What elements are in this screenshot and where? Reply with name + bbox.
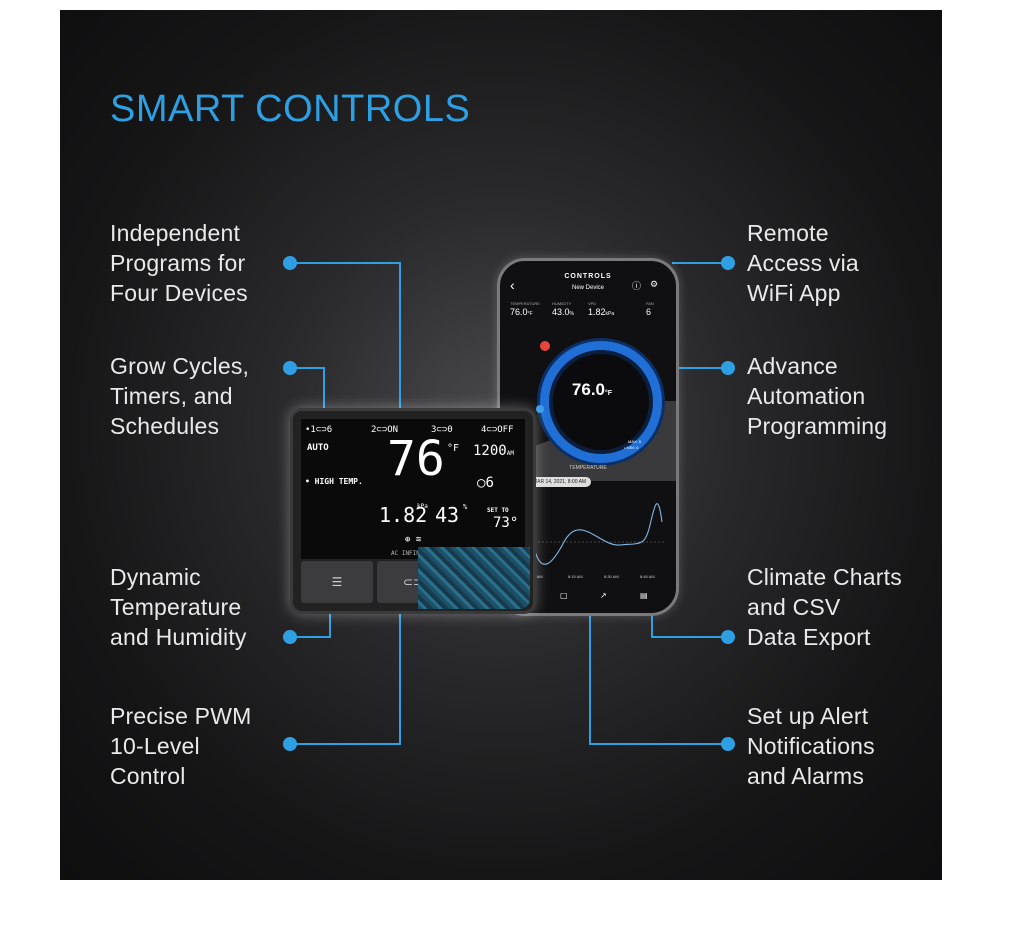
- connector-dot: [721, 256, 735, 270]
- time-tick: 8:15 AM: [568, 574, 583, 579]
- connector-line: [290, 743, 400, 745]
- port3: 3⊂⊃0: [431, 425, 453, 435]
- connector-dot: [721, 361, 735, 375]
- port1: •1⊂⊃6: [305, 425, 333, 435]
- connector-line: [290, 262, 400, 264]
- plug-icon: ⊂⊃: [436, 425, 448, 435]
- wifi-icon: ⊕ ≋: [405, 535, 422, 545]
- temperature-chart: [525, 497, 666, 567]
- humidity-reading: 43.0%: [552, 307, 574, 317]
- temp-label: TEMPERATURE: [510, 301, 540, 306]
- temperature-line: [527, 503, 663, 565]
- vpd-unit: kPa: [417, 503, 428, 510]
- chart-date-pill[interactable]: MAR 14, 2021, 8:00 AM: [528, 477, 592, 487]
- gauge-low-marker: [536, 405, 544, 413]
- menu-icon: ☰: [331, 575, 343, 589]
- connector-line: [652, 636, 726, 638]
- device-name: New Device: [571, 285, 604, 291]
- back-icon[interactable]: ‹: [510, 277, 515, 293]
- fan-icon: ○: [477, 475, 486, 491]
- connector-line: [329, 608, 331, 638]
- min-value: • MIN: 0: [624, 445, 639, 450]
- time-display: 1200AM: [473, 443, 514, 459]
- connector-line: [399, 262, 401, 410]
- connector-line: [399, 608, 401, 745]
- connector-line: [651, 608, 653, 638]
- connector-dot: [721, 630, 735, 644]
- vpd-reading: 1.82kPa: [588, 307, 615, 317]
- nav-chart-icon[interactable]: ↗: [600, 591, 607, 600]
- gauge-high-marker: [540, 341, 550, 351]
- fan-reading: 6: [646, 307, 652, 317]
- temperature-gauge[interactable]: 76.0°F: [540, 341, 662, 463]
- time-tick: 8:30 AM: [604, 574, 619, 579]
- time-tick: 8:45 AM: [640, 574, 655, 579]
- brand-label: AC INFIN: [391, 550, 420, 557]
- app-header: CONTROLS: [564, 273, 612, 280]
- vpd-display: 1.82: [379, 503, 428, 527]
- connector-line: [672, 262, 726, 264]
- nav-list-icon[interactable]: ▤: [640, 591, 648, 600]
- fan-display: ○6: [477, 475, 494, 491]
- set-to-value: 73°: [493, 515, 519, 531]
- connector-line: [290, 636, 330, 638]
- connector-line: [290, 367, 324, 369]
- set-to-label: SET TO: [487, 507, 509, 514]
- connector-line: [323, 367, 325, 410]
- info-icon[interactable]: ⓘ: [632, 281, 642, 291]
- circuit-board-image: [418, 547, 530, 609]
- plug-icon: ⊂⊃: [315, 425, 327, 435]
- headline: SMART CONTROLS: [110, 88, 471, 130]
- temperature-display: 76: [387, 431, 445, 487]
- nav-dashboard-icon[interactable]: ▢: [560, 591, 568, 600]
- humidity-unit: %: [463, 503, 468, 511]
- connector-line: [672, 367, 726, 369]
- humidity-label: HUMIDITY: [552, 301, 572, 306]
- controller-screen: •1⊂⊃6 2⊂⊃ON 3⊂⊃0 4⊂⊃OFF AUTO 76 °F 1200A…: [301, 419, 525, 559]
- controller-device: •1⊂⊃6 2⊂⊃ON 3⊂⊃0 4⊂⊃OFF AUTO 76 °F 1200A…: [290, 408, 536, 614]
- connector-dot: [721, 737, 735, 751]
- port4: 4⊂⊃OFF: [481, 425, 514, 435]
- plug-icon: ⊂⊃: [486, 425, 498, 435]
- gauge-value: 76.0°F: [571, 380, 613, 399]
- mode-label: AUTO: [307, 443, 329, 453]
- chart-title: TEMPERATURE: [569, 465, 607, 471]
- connector-line: [589, 608, 591, 745]
- fan-label: FAN: [646, 301, 654, 306]
- menu-button[interactable]: ☰: [301, 561, 373, 603]
- humidity-display: 43: [435, 503, 460, 527]
- plug-icon: ⊂⊃: [376, 425, 388, 435]
- temperature-unit: °F: [447, 443, 460, 454]
- max-value: MAX: 6: [628, 439, 642, 444]
- port2: 2⊂⊃ON: [371, 425, 399, 435]
- temp-reading: 76.0°F: [510, 307, 533, 317]
- gear-icon[interactable]: ⚙: [650, 279, 659, 289]
- connector-line: [590, 743, 726, 745]
- vpd-label: VPD: [588, 301, 597, 306]
- alert-label: • HIGH TEMP.: [305, 477, 363, 486]
